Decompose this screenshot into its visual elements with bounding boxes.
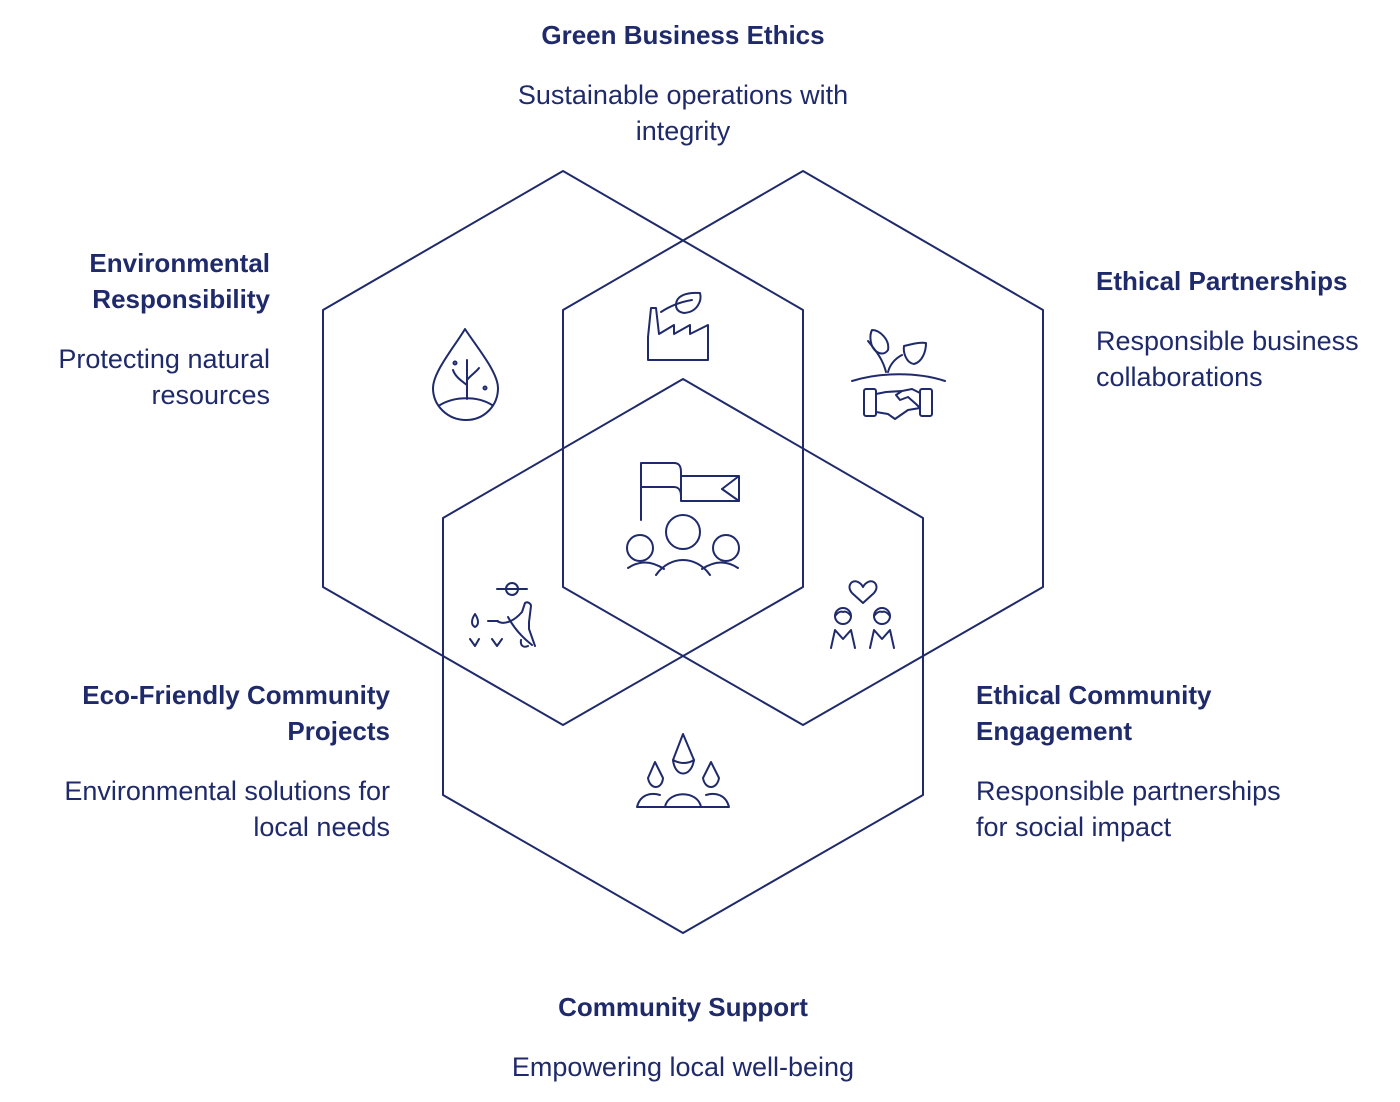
description-line: collaborations	[1096, 362, 1263, 392]
description-line: Sustainable operations with	[517, 80, 849, 110]
hexagon-environmental	[322, 170, 804, 726]
gardener-icon	[469, 582, 536, 648]
water-drop-plant-icon	[432, 328, 499, 421]
section-description: Sustainable operations with integrity	[483, 77, 883, 149]
description-line: resources	[151, 380, 270, 410]
section-ethical-community-engagement: Ethical Community Engagement Responsible…	[976, 677, 1376, 845]
flag-community-icon	[626, 462, 740, 576]
description-line: local needs	[253, 812, 390, 842]
section-title: Ethical Community Engagement	[976, 677, 1376, 749]
community-group-icon	[636, 733, 730, 808]
section-title: Eco-Friendly Community Projects	[0, 677, 390, 749]
section-eco-friendly-community-projects: Eco-Friendly Community Projects Environm…	[0, 677, 390, 845]
people-heart-icon	[830, 580, 895, 649]
handshake-sprout-icon	[851, 329, 946, 420]
description-line: integrity	[635, 116, 731, 146]
description-line: Responsible partnerships	[976, 776, 1281, 806]
description-line: for social impact	[976, 812, 1172, 842]
section-ethical-partnerships: Ethical Partnerships Responsible busines…	[1096, 263, 1396, 395]
section-description: Protecting natural resources	[0, 341, 270, 413]
section-description: Empowering local well-being	[511, 1052, 855, 1082]
description-line: Environmental solutions for	[64, 776, 390, 806]
title-line: Projects	[287, 716, 390, 746]
section-environmental-responsibility: Environmental Responsibility Protecting …	[0, 245, 270, 413]
section-title: Green Business Ethics	[541, 20, 825, 50]
title-line: Environmental	[89, 248, 270, 278]
section-green-business-ethics: Green Business Ethics Sustainable operat…	[483, 17, 883, 149]
section-description: Environmental solutions for local needs	[0, 773, 390, 845]
hexagon-ethical	[562, 170, 1044, 726]
title-line: Ethical Community	[976, 680, 1212, 710]
section-description: Responsible business collaborations	[1096, 323, 1396, 395]
section-title: Environmental Responsibility	[0, 245, 270, 317]
title-line: Responsibility	[92, 284, 270, 314]
factory-leaf-icon	[647, 291, 709, 361]
section-title: Ethical Partnerships	[1096, 266, 1348, 296]
section-community-support: Community Support Empowering local well-…	[483, 989, 883, 1085]
section-description: Responsible partnerships for social impa…	[976, 773, 1376, 845]
title-line: Engagement	[976, 716, 1133, 746]
description-line: Responsible business	[1096, 326, 1359, 356]
description-line: Protecting natural	[58, 344, 270, 374]
section-title: Community Support	[558, 992, 808, 1022]
title-line: Eco-Friendly Community	[82, 680, 390, 710]
hexagon-community	[442, 378, 924, 934]
